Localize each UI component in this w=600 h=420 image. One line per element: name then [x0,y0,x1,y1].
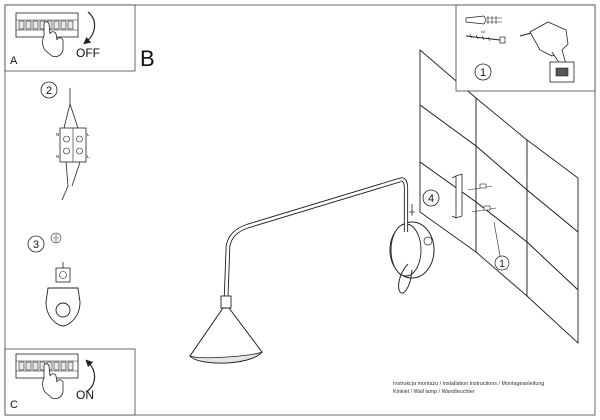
live-mark: L [87,132,90,137]
neutral-mark: N [56,132,59,137]
step-4-marker [422,189,440,207]
step-1-reference-marker [494,255,510,271]
drill-icon [519,21,575,83]
step-2-number: 2 [46,85,52,97]
neutral-mark-lower: N [56,154,59,159]
live-mark-lower: L [87,154,90,159]
screw-icon [465,33,506,44]
panel-a: A OFF [4,4,136,72]
panel-b-label: B [140,46,155,71]
breaker-panel-icon [15,12,79,38]
step-1-number: 1 [480,67,486,79]
step-3-number: 3 [33,239,39,251]
tools-quantity: x2 [481,29,486,34]
step-1-tools: x2 1 [455,4,596,92]
lamp-socket-icon [220,295,232,309]
step-3-ground: 3 [27,232,81,327]
screw-icon [76,147,83,155]
footer-line-1: Instrukcja montażu / installation instru… [393,381,545,387]
hand-icon [42,363,64,400]
panel-c-label: C [10,399,18,411]
panel-c-caption: ON [76,388,94,402]
footer-text: Instrukcja montażu / installation instru… [393,380,544,397]
footer-line-2: Kinkiet / Wall lamp / Wandleuchter [393,389,475,396]
screw-icon [63,147,70,155]
panel-c: C ON [4,348,136,416]
step-1-marker [474,63,492,81]
wall-plug-icon [465,15,502,25]
step-2-wiring: 2 N L N L [40,81,90,201]
step-4-mounting: 4 1 [409,173,510,271]
arrow-down-icon [83,11,96,45]
step-4-number: 4 [428,193,434,205]
step-3-marker [27,235,45,253]
switch-knob-icon [423,236,433,246]
screw-icon [76,135,83,143]
step-2-marker [40,81,58,99]
step-1-reference-number: 1 [499,259,505,270]
hand-icon [42,21,64,58]
screw-icon [63,135,70,143]
arrow-up-icon [85,359,96,393]
wall-tiles [419,49,579,345]
wall-bracket-icon [455,173,463,219]
panel-a-caption: OFF [76,46,100,60]
sheet-border [4,4,596,416]
wall-lamp [188,177,435,364]
panel-a-label: A [10,55,18,67]
